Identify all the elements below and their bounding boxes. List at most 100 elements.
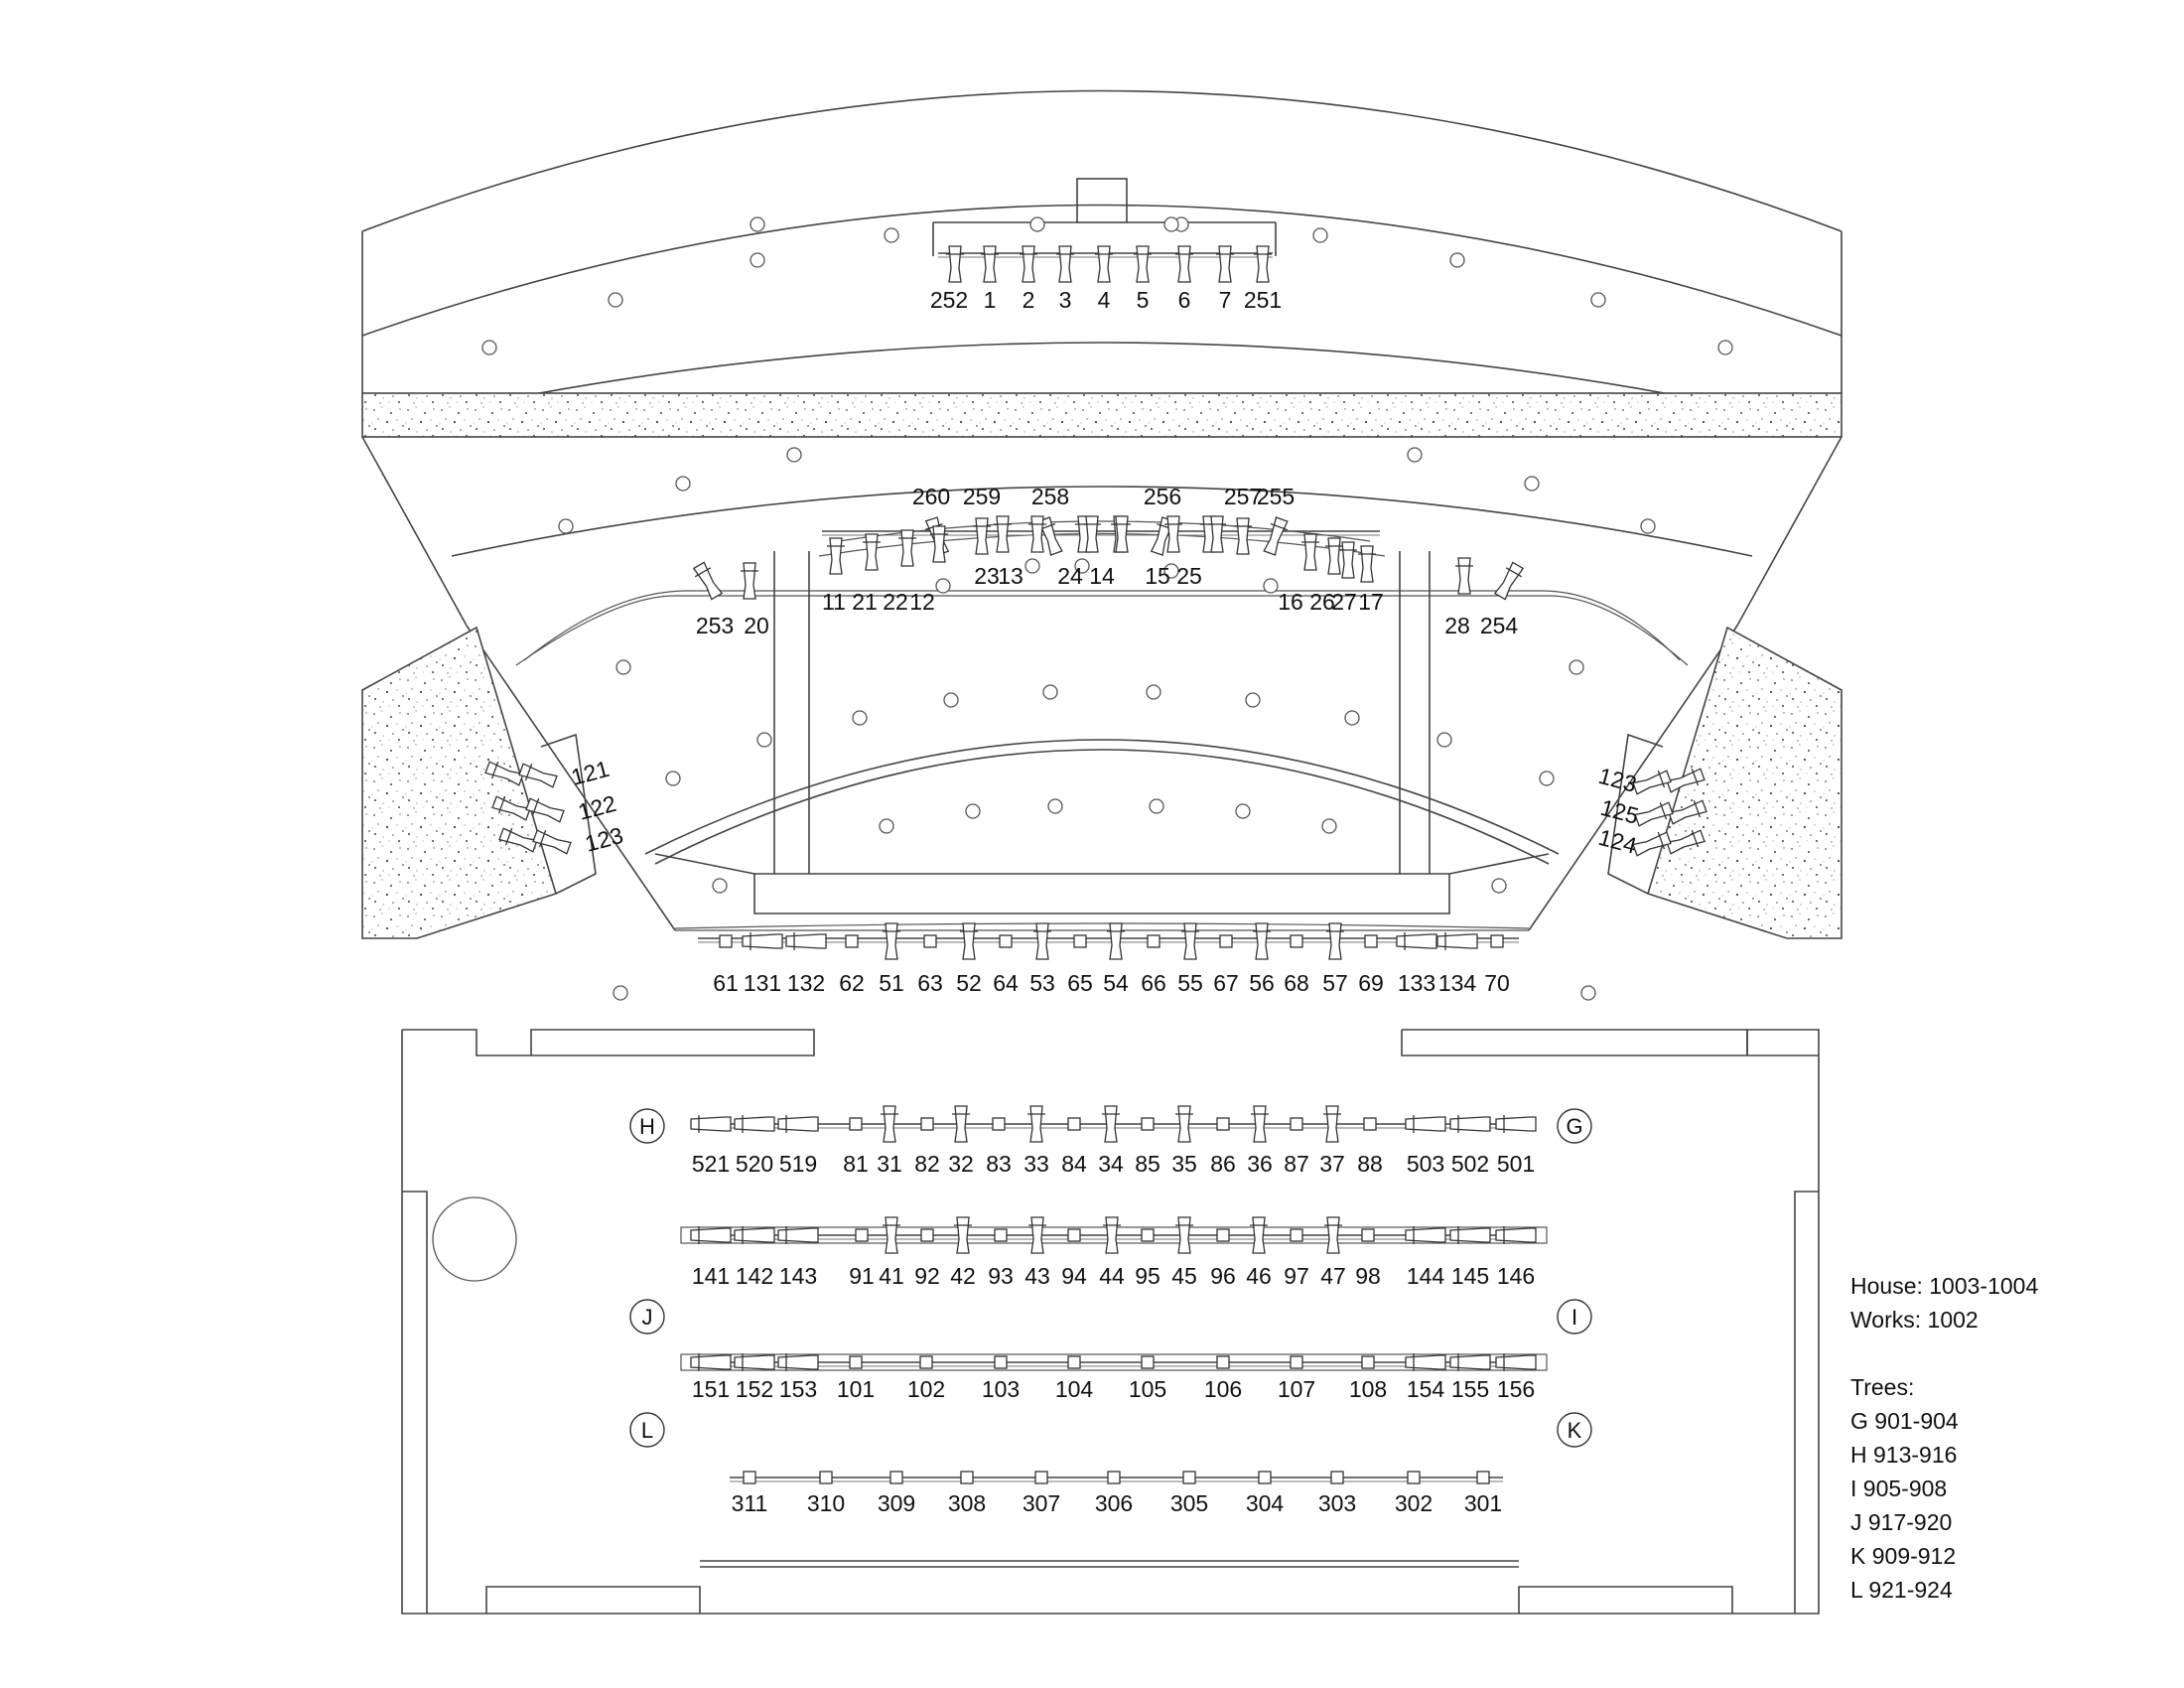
floor-hole <box>1407 447 1423 463</box>
channel-label: 124 <box>1596 824 1640 859</box>
floor-hole <box>1344 710 1360 726</box>
floor-hole <box>1590 292 1606 308</box>
par-fixture <box>1067 1117 1081 1131</box>
floor-hole <box>786 447 802 463</box>
channel-label: 13 <box>998 563 1024 589</box>
floor-hole <box>756 732 772 748</box>
par-fixture <box>999 934 1013 948</box>
channel-label: 63 <box>917 970 943 996</box>
channel-label: 7 <box>1219 287 1232 313</box>
par-fixture <box>1364 934 1378 948</box>
channel-label: 142 <box>736 1263 773 1289</box>
lower-stage-round-column <box>432 1196 517 1282</box>
spotlight-fixture <box>1028 515 1046 553</box>
channel-label: 26 <box>1309 589 1335 615</box>
floor-hole <box>1235 803 1251 819</box>
par-fixture <box>923 934 937 948</box>
spotlight-fixture <box>1632 770 1672 795</box>
channel-label: 57 <box>1322 970 1348 996</box>
channel-label: 132 <box>787 970 825 996</box>
spotlight-fixture <box>1216 245 1234 283</box>
spotlight-fixture <box>1107 922 1125 960</box>
spotlight-fixture <box>1234 517 1252 555</box>
floor-hole <box>1047 798 1063 814</box>
channel-label: 311 <box>732 1490 768 1516</box>
flood-fixture <box>1396 932 1437 950</box>
par-fixture <box>1290 1228 1303 1242</box>
flood-fixture <box>777 1353 819 1371</box>
spotlight-fixture <box>883 1216 900 1254</box>
spotlight-fixture <box>1103 1216 1121 1254</box>
floor-hole <box>1491 878 1507 894</box>
channel-label: 1 <box>984 287 997 313</box>
tree-marker-label: K <box>1568 1418 1582 1443</box>
floor-hole <box>613 985 628 1001</box>
floor-hole <box>1146 684 1161 700</box>
spotlight-fixture <box>1358 545 1376 583</box>
par-fixture <box>1330 1471 1344 1484</box>
channel-label: 55 <box>1177 970 1203 996</box>
channel-label: 97 <box>1284 1263 1309 1289</box>
channel-label: 53 <box>1029 970 1055 996</box>
par-fixture <box>1141 1117 1155 1131</box>
spotlight-fixture <box>1033 922 1051 960</box>
flood-fixture <box>1449 1115 1491 1133</box>
channel-label: 253 <box>696 613 734 638</box>
channel-label: 31 <box>877 1151 902 1177</box>
channel-label: 310 <box>807 1490 845 1516</box>
flood-fixture <box>734 1115 775 1133</box>
spotlight-fixture <box>1250 1216 1268 1254</box>
par-fixture <box>1490 934 1504 948</box>
floor-hole <box>1074 558 1090 574</box>
tree-marker-label: L <box>641 1418 653 1443</box>
channel-label: 308 <box>948 1490 986 1516</box>
par-fixture <box>1258 1471 1272 1484</box>
flood-fixture <box>1495 1115 1537 1133</box>
channel-label: 94 <box>1061 1263 1087 1289</box>
par-fixture <box>1067 1228 1081 1242</box>
left-wing-ladder-frame <box>540 733 597 895</box>
house-note: House: 1003-1004 <box>1850 1273 2039 1299</box>
spotlight-fixture <box>692 561 724 601</box>
spotlight-fixture <box>994 515 1012 553</box>
floor-hole <box>675 476 691 492</box>
spotlight-fixture <box>1028 1216 1046 1254</box>
flood-fixture <box>690 1353 732 1371</box>
channel-label: 121 <box>569 756 613 790</box>
tree-marker: H <box>629 1108 665 1144</box>
flood-fixture <box>1449 1226 1491 1244</box>
channel-label: 131 <box>744 970 781 996</box>
channel-label: 45 <box>1171 1263 1197 1289</box>
tree-line: J 917-920 <box>1850 1509 1953 1535</box>
floor-holes <box>481 216 1733 1001</box>
upper-stage-outline <box>361 89 1843 931</box>
par-fixture <box>992 1117 1006 1131</box>
channel-label: 309 <box>878 1490 915 1516</box>
channel-label: 152 <box>736 1376 773 1402</box>
channel-label: 37 <box>1319 1151 1345 1177</box>
flood-fixture <box>734 1353 775 1371</box>
par-fixture <box>855 1228 869 1242</box>
channel-label: 27 <box>1331 589 1357 615</box>
channel-label: 85 <box>1135 1151 1160 1177</box>
tree-marker: J <box>629 1299 665 1335</box>
tree-marker: L <box>629 1412 665 1448</box>
channel-label: 16 <box>1278 589 1303 615</box>
spotlight-fixture <box>1208 515 1226 553</box>
par-fixture <box>1067 1355 1081 1369</box>
spotlight-fixture <box>1326 922 1344 960</box>
channel-label: 17 <box>1358 589 1384 615</box>
spotlight-fixture <box>863 533 881 571</box>
channel-label: 146 <box>1497 1263 1535 1289</box>
spotlight-fixture <box>1634 801 1674 827</box>
floor-hole <box>1163 563 1179 579</box>
channel-label: 67 <box>1213 970 1239 996</box>
tree-line: L 921-924 <box>1850 1577 1953 1603</box>
floor-hole <box>1580 985 1596 1001</box>
channel-label: 20 <box>744 613 769 638</box>
right-wing-ladder-frame <box>1607 733 1664 895</box>
spotlight-fixture <box>1666 829 1706 855</box>
channel-label: 143 <box>779 1263 817 1289</box>
par-fixture <box>1182 1471 1196 1484</box>
par-fixture <box>1216 1117 1230 1131</box>
